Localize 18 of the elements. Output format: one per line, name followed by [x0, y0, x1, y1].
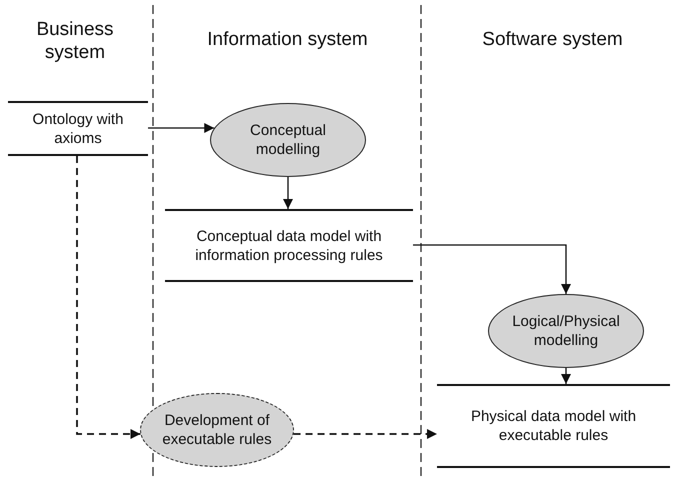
arrow — [148, 123, 214, 133]
arrow — [413, 244, 571, 294]
node-label: Ontology with axioms — [32, 110, 124, 148]
arrow — [561, 368, 571, 384]
data-store — [437, 384, 670, 468]
lane-heading: Business system — [35, 18, 115, 64]
data-store — [8, 101, 148, 156]
arrow — [294, 429, 437, 439]
node-label: Logical/Physical modelling — [511, 312, 621, 350]
arrow — [283, 177, 293, 209]
lane-heading: Information system — [206, 28, 369, 51]
node-label: Physical data model with executable rules — [470, 407, 638, 445]
data-store — [165, 209, 413, 282]
arrow — [76, 156, 140, 439]
node-label: Conceptual data model with information processing rules — [194, 226, 384, 264]
node-label: Conceptual modelling — [249, 121, 327, 159]
lane-heading: Software system — [481, 28, 624, 51]
node-label: Development of executable rules — [161, 411, 273, 449]
